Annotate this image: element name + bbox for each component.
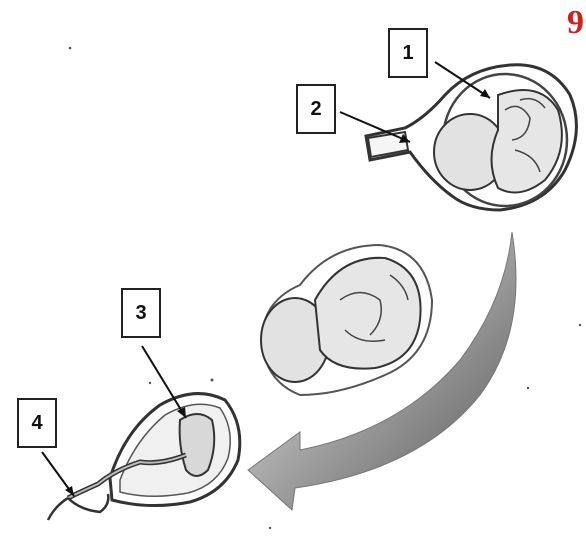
label-box-2: 2: [296, 84, 336, 134]
label-box-1: 1: [388, 28, 428, 78]
stage-2-fetus-descending: [261, 245, 432, 395]
label-4: 4: [31, 412, 42, 435]
label-2: 2: [310, 98, 321, 121]
cord-end: [48, 494, 108, 520]
figure-number: 9: [567, 4, 584, 42]
label-1: 1: [402, 42, 413, 65]
placenta: [180, 414, 215, 476]
label-3: 3: [135, 302, 146, 325]
stage-3-placenta-delivery: [48, 394, 240, 520]
label-box-3: 3: [121, 288, 161, 338]
label-box-4: 4: [17, 398, 57, 448]
